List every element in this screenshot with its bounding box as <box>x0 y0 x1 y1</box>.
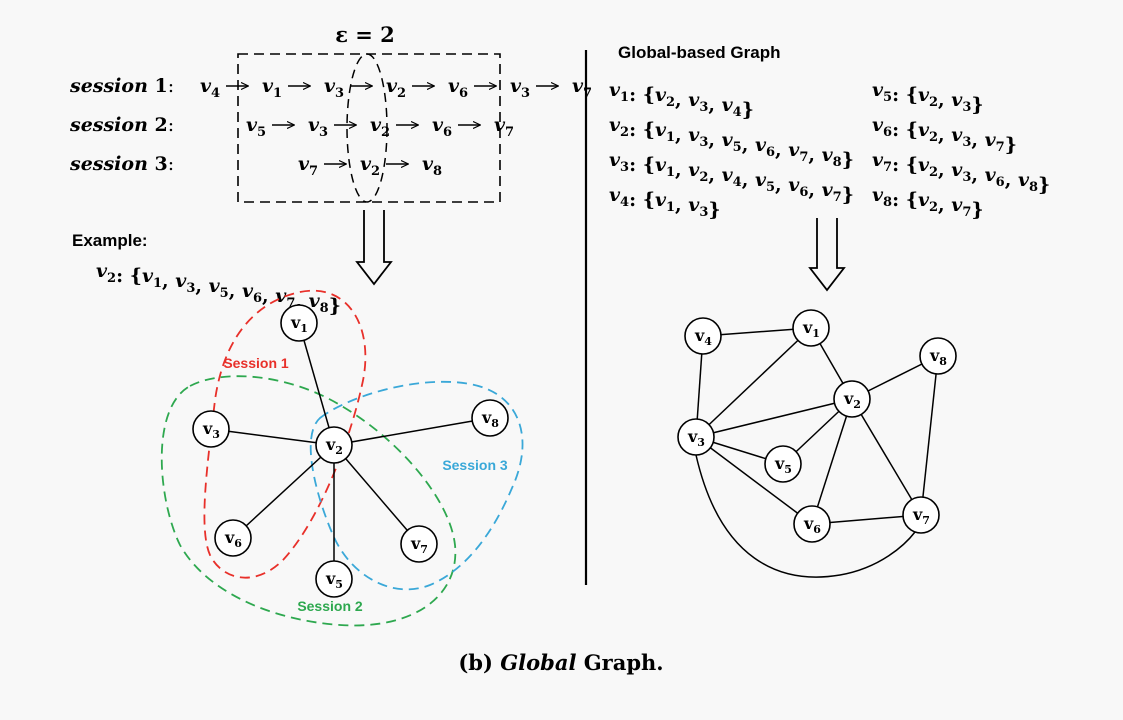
graph-node-label: v6 <box>803 514 821 536</box>
session-label: session 3: <box>69 153 174 175</box>
graph-node <box>280 304 318 342</box>
session-item: v2 <box>386 75 406 101</box>
graph-node <box>833 380 871 418</box>
session-item: v7 <box>572 75 592 101</box>
graph-node-label: v5 <box>774 454 792 476</box>
graph-edge <box>695 327 812 438</box>
session-regions <box>160 289 524 627</box>
session-item: v2 <box>360 153 380 179</box>
session-item: v6 <box>448 75 468 101</box>
session-region-label: Session 2 <box>297 598 363 614</box>
session-item: v7 <box>298 153 318 179</box>
graph-node-label: v3 <box>687 427 705 449</box>
graph-node-label: v7 <box>410 534 428 556</box>
graph-node <box>684 317 722 355</box>
session-item: v3 <box>308 114 328 140</box>
session-3-region <box>309 380 524 591</box>
session-region-label: Session 1 <box>223 355 289 371</box>
session-2-region <box>160 375 457 627</box>
window-ellipse <box>346 53 388 203</box>
down-arrow-icon <box>355 210 393 286</box>
graph-node-label: v8 <box>929 346 947 368</box>
graph-edge <box>298 322 335 446</box>
graph-edge <box>811 398 853 525</box>
down-arrow-icon <box>808 218 846 292</box>
example-title: Example: <box>72 231 148 250</box>
session-item: v1 <box>262 75 282 101</box>
adjacency-row: v7: {v2, v3, v6, v8} <box>872 149 1050 196</box>
graph-edge <box>333 444 420 545</box>
graph-node <box>214 519 252 557</box>
graph-edge <box>920 355 939 516</box>
graph-node <box>677 418 715 456</box>
session-item: v7 <box>494 114 514 140</box>
graph-node <box>919 337 957 375</box>
session-label: session 1: <box>69 75 174 97</box>
graph-node-label: v6 <box>224 528 242 550</box>
graph-node-label: v1 <box>802 318 820 340</box>
global-graph: v4 v1 v8 v2 v3 v5 v7 v6 <box>677 309 957 578</box>
session-item: v4 <box>200 75 220 101</box>
session-item: v3 <box>510 75 530 101</box>
graph-node-label: v2 <box>843 389 861 411</box>
session-region-labels: Session 1 Session 2 Session 3 <box>223 355 508 614</box>
session-rows: session 1: v4 v1 v3 v2 v6 v3 v7 session 2: v5 v3 v2… <box>69 75 592 179</box>
graph-edge <box>695 436 813 525</box>
graph-node <box>792 309 830 347</box>
session-1-region <box>203 289 367 579</box>
graph-node-label: v5 <box>325 569 343 591</box>
graph-node-label: v8 <box>481 408 499 430</box>
adjacency-row: v1: {v2, v3, v4} <box>609 79 754 121</box>
graph-node <box>793 505 831 543</box>
session-item: v8 <box>422 153 442 179</box>
graph-node <box>902 496 940 534</box>
adjacency-row: v4: {v1, v3} <box>609 184 721 221</box>
adjacency-row: v8: {v2, v7} <box>872 184 984 221</box>
adjacency-row: v2: {v1, v3, v5, v6, v7, v8} <box>609 114 854 171</box>
session-item: v5 <box>246 114 266 140</box>
example-graph: v1 v3 v8 v2 v6 v7 v5 <box>192 304 509 598</box>
graph-node-label: v7 <box>912 505 930 527</box>
graph-node-label: v4 <box>694 326 712 348</box>
figure-caption: (b) Global Graph. <box>458 650 663 675</box>
adjacency-row: v5: {v2, v3} <box>872 79 984 116</box>
session-region-label: Session 3 <box>442 457 508 473</box>
window-box <box>237 53 501 203</box>
graph-node <box>400 525 438 563</box>
graph-edge <box>695 454 916 578</box>
graph-node <box>315 426 353 464</box>
adjacency-row: v6: {v2, v3, v7} <box>872 114 1017 156</box>
session-label: session 2: <box>69 114 174 136</box>
global-panel-title: Global-based Graph <box>618 43 780 62</box>
graph-node <box>471 399 509 437</box>
graph-edge <box>695 398 853 438</box>
graph-node <box>315 560 353 598</box>
epsilon-label: ε = 2 <box>335 22 395 47</box>
graph-node-label: v2 <box>325 435 343 457</box>
global-adjacency-list: v1: {v2, v3, v4}v2: {v1, v3, v5, v6, v7,… <box>609 79 1050 221</box>
graph-node-label: v3 <box>202 419 220 441</box>
example-neighbor-set: v2: {v1, v3, v5, v6, v7, v8} <box>96 260 341 317</box>
graph-edge <box>232 444 335 539</box>
graph-edge <box>210 428 335 446</box>
adjacency-row: v3: {v1, v2, v4, v5, v6, v7} <box>609 149 854 206</box>
graph-node-label: v1 <box>290 313 308 335</box>
graph-edge <box>851 398 922 516</box>
graph-node <box>192 410 230 448</box>
example-set-text: v2: {v1, v3, v5, v6, v7, v8} <box>96 260 341 317</box>
session-item: v2 <box>370 114 390 140</box>
graph-node <box>764 445 802 483</box>
session-item: v6 <box>432 114 452 140</box>
session-item: v3 <box>324 75 344 101</box>
graph-edge <box>333 417 491 446</box>
